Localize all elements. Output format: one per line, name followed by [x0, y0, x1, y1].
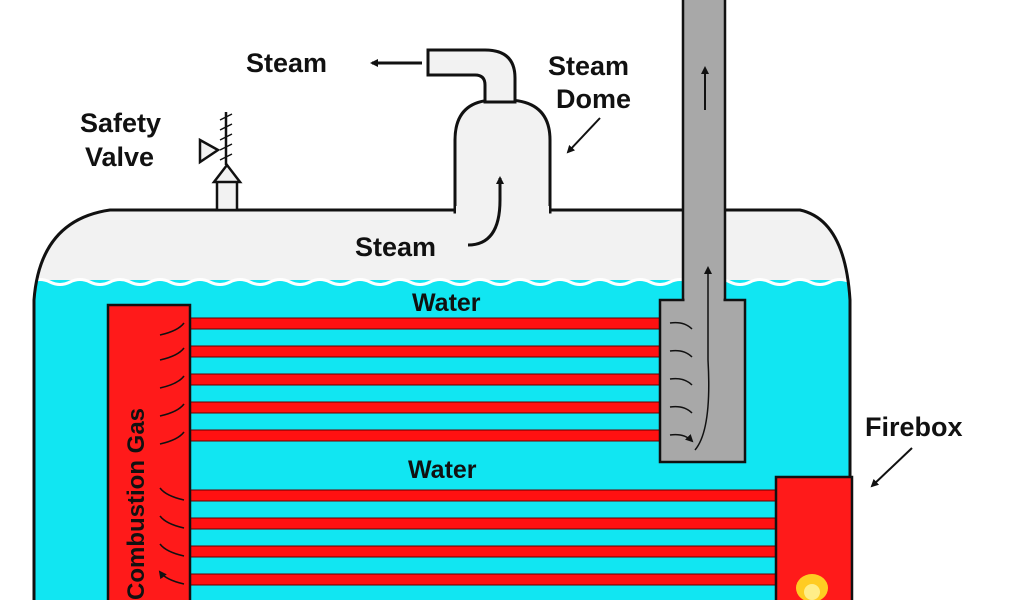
boiler-outline: [32, 208, 852, 600]
steam-dome-label-line1: Steam: [548, 51, 629, 81]
fire-tube: [189, 573, 779, 586]
combustion-gas-label: Combustion Gas: [123, 408, 150, 600]
fire-tube: [189, 373, 661, 386]
fire-tube: [189, 345, 661, 358]
steam-dome-body: [453, 98, 552, 214]
steam-dome-label-line2: Dome: [556, 84, 631, 114]
steam-outlet-label: Steam: [246, 48, 327, 78]
smokebox-rise-arrow: [694, 266, 712, 451]
fire-tube: [189, 545, 779, 558]
steam-dome-gap: [456, 206, 549, 214]
combustion-flow-arrows: [160, 322, 185, 585]
chimney: [658, 0, 747, 464]
safety-valve-stem: [215, 178, 239, 212]
combustion-chamber: Combustion Gas: [106, 303, 192, 600]
water-lower-label: Water: [408, 456, 477, 484]
safety-valve-hatch: [219, 113, 233, 161]
safety-valve-label-line2: Valve: [85, 142, 154, 172]
firebox-label: Firebox: [865, 412, 963, 442]
smokebox-flow-arrows: [669, 321, 692, 441]
safety-valve: [198, 112, 243, 212]
steam-outlet-pipe: [426, 48, 517, 104]
steam-space-label: Steam: [355, 232, 436, 262]
steam-dome: [370, 48, 601, 247]
safety-valve-label-line1: Safety: [80, 108, 161, 138]
fire-tube: [189, 401, 661, 414]
fire-tubes-upper: [189, 317, 661, 442]
flame-core: [804, 584, 820, 600]
fire-tube: [189, 429, 661, 442]
chimney-stack: [681, 0, 727, 302]
water-surface: [34, 278, 850, 286]
fire-tube: [189, 517, 779, 530]
safety-valve-body: [198, 137, 221, 165]
water-upper-label: Water: [412, 289, 481, 317]
fire-tube: [189, 489, 779, 502]
firebox-pointer: [870, 447, 913, 488]
smokebox-join: [684, 296, 724, 304]
safety-valve-cap: [211, 162, 243, 184]
firebox: [774, 447, 913, 600]
steam-dome-pointer: [566, 117, 601, 154]
steam-rise-arrow: [467, 176, 504, 247]
fire-tube: [189, 317, 661, 330]
